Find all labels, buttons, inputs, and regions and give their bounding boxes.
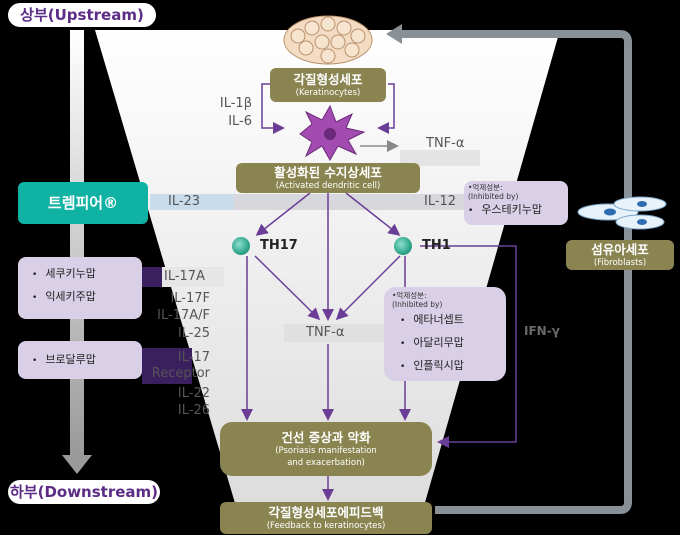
downstream-label: 하부(Downstream) [8,480,160,504]
etanercept-item: 에타너셉트 [400,309,506,332]
il17r-label-1: IL-17 [177,350,210,365]
il23-band [150,194,234,210]
dc-to-th1-arrow [345,192,401,236]
tnf-mid-band [284,324,384,342]
th1-to-tnf-arrow [335,255,401,321]
upstream-label: 상부(Upstream) [8,3,156,27]
keratinocyte-cluster-icon [283,15,373,65]
keratinocytes-node: 각질형성세포 (Keratinocytes) [270,68,386,102]
il1b-label: IL-1β [219,96,252,111]
secukinumab-item: 세쿠키누맙 [32,263,142,286]
th1-label: TH1 [422,238,451,253]
il12-label: IL-12 [424,194,457,209]
adalimumab-item: 아달리무맙 [400,332,506,355]
th17-to-tnf-arrow [254,255,321,321]
feedback-node: 각질형성세포에피드백 (Feedback to keratinocytes) [220,502,432,534]
tnf-inhibitor-box: •억제성분: (Inhibited by) 에타너셉트 아달리무맙 인플릭시맙 [384,287,506,381]
tremfya-drug-box: 트렘피어® [18,182,148,224]
th17-label: TH17 [260,238,298,253]
il22-label: IL-22 [177,386,210,401]
downstream-arrow-shaft [70,30,84,455]
tnf-top-band [400,150,480,166]
tnf-inhibitor-head: •억제성분: [392,291,427,300]
fibroblasts-node: 섬유아세포 (Fibroblasts) [566,240,674,270]
il17a-band [162,267,224,287]
brodalumab-item: 브로달루맙 [32,349,142,372]
th17-cell-icon [232,237,250,255]
il17a-label: IL-17A [164,269,205,284]
tnf-inhibitor-head2: (Inhibited by) [392,300,443,309]
dendritic-cell-icon [299,104,366,162]
dendritic-cell-node: 활성화된 수지상세포 (Activated dendritic cell) [236,163,420,193]
ifn-gamma-label: IFN-γ [524,324,560,338]
il17-inhibitor-box: 세쿠키누맙 익세키주맙 [18,257,142,319]
ustekinumab-item: 우스테키누맙 [468,201,564,220]
feedback-loop-arrow [400,30,632,514]
il12-inhibitor-box: •억제성분: (Inhibited by) 우스테키누맙 [464,181,568,225]
downstream-arrow-head [62,455,92,474]
il23-label: IL-23 [168,194,201,209]
ifn-path [420,245,517,448]
il12-inhibitor-head: •억제성분: [468,183,503,192]
il17r-band-dark [142,348,192,384]
tnf-mid-label: TNF-α [306,325,345,340]
tnf-top-label: TNF-α [426,136,465,151]
ixekizumab-item: 익세키주맙 [32,286,142,309]
il26-label: IL-26 [177,403,210,418]
il17a-band-dark [142,267,162,287]
il17af-label: IL-17A/F [157,308,210,323]
infliximab-item: 인플릭시맙 [400,355,506,378]
fibroblast-cells-icon [577,196,667,230]
il17r-label-2: Receptor [151,366,210,381]
il12-inhibitor-head2: (Inhibited by) [468,192,519,201]
th1-cell-icon [394,237,412,255]
il17r-inhibitor-box: 브로달루맙 [18,341,142,379]
dc-to-th17-arrow [255,192,311,236]
il17f-label: IL-17F [170,291,210,306]
kc-right-bracket [377,83,395,134]
kc-left-bracket [261,83,285,134]
psoriasis-node: 건선 증상과 악화 (Psoriasis manifestation and e… [220,422,432,476]
il6-label: IL-6 [228,114,252,129]
feedback-loop-arrowhead [386,24,402,44]
il25-label: IL-25 [177,326,210,341]
